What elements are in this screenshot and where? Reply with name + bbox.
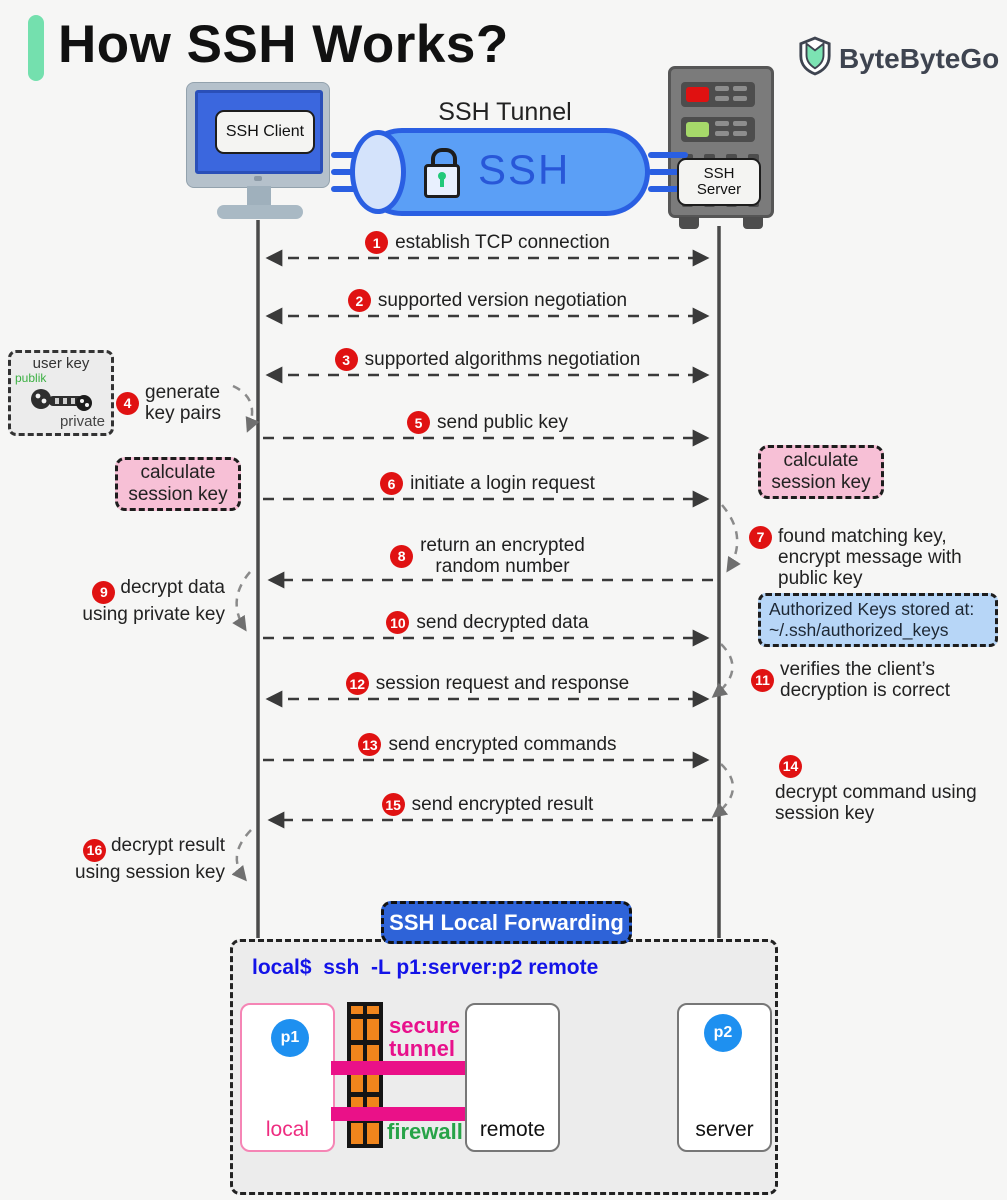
remote-label: remote — [479, 1118, 546, 1141]
forwarding-command: local$ ssh -L p1:server:p2 remote — [252, 956, 599, 979]
step-badge-7: 7 — [749, 526, 772, 549]
step-badge-9: 9 — [92, 581, 116, 604]
step-badge-15: 15 — [381, 793, 405, 816]
step-badge-1: 1 — [365, 231, 389, 254]
curve-step-16 — [231, 829, 252, 882]
message-label-6: 6 initiate a login request — [262, 472, 713, 495]
note-found-key: 7 found matching key,encrypt message wit… — [749, 526, 962, 589]
authorized-keys-note: Authorized Keys stored at: ~/.ssh/author… — [758, 593, 998, 647]
tunnel-cap — [350, 130, 406, 214]
private-key-label: private — [59, 413, 105, 430]
server-green-light — [686, 122, 709, 137]
step-badge-8: 8 — [390, 544, 414, 568]
step-badge-2: 2 — [347, 289, 371, 312]
remote-node: remote — [465, 1003, 560, 1152]
message-label-13: 13 send encrypted commands — [262, 733, 713, 756]
step-badge-16: 16 — [82, 839, 106, 862]
step-badge-13: 13 — [358, 733, 382, 756]
port-p2: p2 — [704, 1014, 742, 1052]
local-label: local — [265, 1118, 310, 1141]
curve-step-11 — [711, 643, 734, 698]
brand-name: ByteByteGo — [839, 42, 1000, 74]
step-badge-11: 11 — [751, 668, 774, 692]
tunnel-caption: SSH Tunnel — [438, 98, 572, 126]
firewall-wall — [347, 1002, 383, 1148]
step-badge-14: 14 — [779, 755, 802, 778]
curve-step-9 — [232, 571, 251, 632]
client-label: SSH Client — [215, 110, 315, 154]
brand-logo: ByteByteGo — [798, 36, 999, 81]
message-label-2: 2 supported version negotiation — [262, 289, 713, 312]
server-red-light — [686, 87, 709, 102]
curve-step-4 — [232, 384, 260, 433]
page-title: How SSH Works? — [58, 15, 509, 74]
message-label-15: 15 send encrypted result — [262, 793, 713, 816]
server-foot-left — [679, 217, 699, 229]
calc-session-key-right: calculate session key — [758, 445, 884, 499]
step-badge-10: 10 — [386, 611, 410, 634]
server-label: SSH Server — [677, 158, 761, 206]
monitor-stand-base — [217, 205, 303, 219]
message-label-1: 1 establish TCP connection — [262, 231, 713, 254]
curve-step-14 — [711, 763, 735, 818]
message-label-12: 12 session request and response — [262, 672, 713, 695]
step-badge-5: 5 — [407, 411, 431, 434]
server-node-label: server — [695, 1118, 754, 1141]
step-badge-12: 12 — [345, 672, 369, 695]
secure-tunnel-bar-bottom — [331, 1107, 465, 1121]
monitor-power-dot — [254, 176, 262, 181]
firewall-label: firewall — [387, 1119, 463, 1144]
server-panel-bottom — [681, 117, 755, 142]
shield-icon — [798, 36, 832, 81]
step-badge-3: 3 — [334, 348, 358, 371]
server-panel-top — [681, 82, 755, 107]
key-icon — [31, 389, 92, 411]
message-label-3: 3 supported algorithms negotiation — [262, 348, 713, 371]
step-badge-4: 4 — [116, 391, 139, 415]
forwarding-title: SSH Local Forwarding — [381, 901, 632, 944]
server-foot-right — [743, 217, 763, 229]
calc-session-key-left: calculate session key — [115, 457, 241, 511]
public-key-label: publik — [15, 371, 47, 385]
tunnel-ssh-text: SSH — [478, 146, 571, 193]
message-label-5: 5 send public key — [262, 411, 713, 434]
port-p1: p1 — [271, 1019, 309, 1057]
curve-step-7 — [721, 504, 741, 573]
user-key-title: user key — [32, 355, 90, 372]
message-label-10: 10 send decrypted data — [262, 611, 713, 634]
user-key-box: user key publik private — [8, 350, 114, 436]
secure-tunnel-bar-top — [331, 1061, 465, 1075]
tunnel-cylinder — [358, 128, 650, 216]
monitor-stand-neck — [247, 186, 271, 208]
step-badge-6: 6 — [380, 472, 404, 495]
title-accent-bar — [28, 15, 44, 81]
lock-icon — [424, 148, 464, 200]
